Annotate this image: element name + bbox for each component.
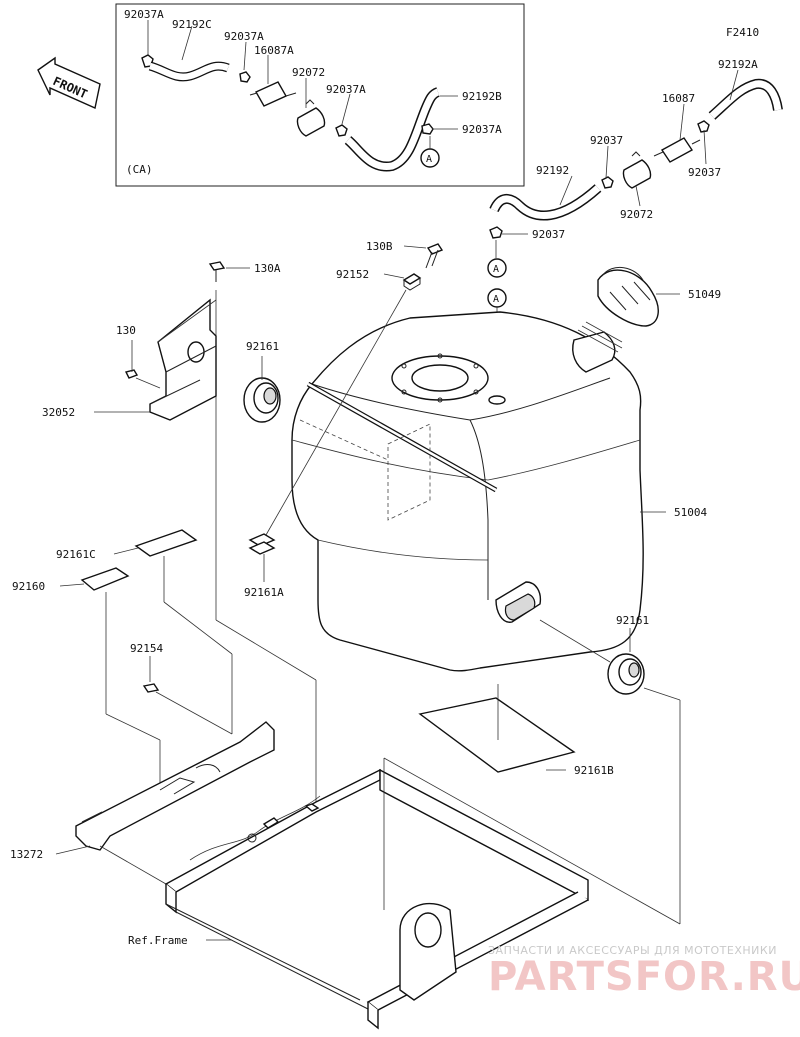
callout-92152: 92152 [336, 268, 369, 281]
inset-clamp-2 [239, 71, 251, 83]
marker-a-2-label: A [493, 294, 499, 305]
clamp-92037-lower [489, 226, 503, 239]
valve-92072 [622, 159, 652, 189]
clamp-92037-mid [601, 176, 614, 189]
inset-valve-92072 [296, 107, 326, 137]
bolt-92154: 92154 [130, 642, 233, 735]
inset-label: (CA) [126, 163, 153, 176]
callout-92161b: 92161B [574, 764, 614, 777]
watermark-brand: PARTSFOR.RU [488, 954, 800, 1000]
callout-92192b: 92192B [462, 90, 502, 103]
callout-92037a-2: 92037A [224, 30, 264, 43]
grommet-92161-lower: 92161 [383, 614, 681, 925]
callout-92072-inset: 92072 [292, 66, 325, 79]
front-arrow-icon: FRONT [37, 56, 101, 109]
callout-92192c: 92192C [172, 18, 212, 31]
callout-92154: 92154 [130, 642, 163, 655]
callout-51004: 51004 [674, 506, 707, 519]
callout-92160: 92160 [12, 580, 45, 593]
callout-92161c: 92161C [56, 548, 96, 561]
callout-92037-3: 92037 [532, 228, 565, 241]
callout-16087: 16087 [662, 92, 695, 105]
inset-parts: A 92037A 92192C 92037A 16087A 92072 9203… [124, 8, 502, 172]
fuel-tank-51004: 51004 [291, 311, 707, 672]
vent-nipple [488, 395, 506, 405]
callout-130: 130 [116, 324, 136, 337]
inset-clamp-3 [335, 124, 348, 137]
callout-130b: 130B [366, 240, 393, 253]
pump-opening [411, 364, 469, 392]
marker-a-1 [487, 258, 507, 278]
callout-92161-1: 92161 [246, 340, 279, 353]
callout-92037-1: 92037 [590, 134, 623, 147]
bolt-130 [124, 369, 139, 379]
marker-a-1-label: A [493, 264, 499, 275]
bracket-13272: 13272 [10, 721, 275, 885]
pad-92160: 92160 [12, 567, 161, 790]
callout-92037a-4: 92037A [462, 123, 502, 136]
clamp-92037-right [697, 120, 710, 133]
callout-92037-2: 92037 [688, 166, 721, 179]
callout-92161a: 92161A [244, 586, 284, 599]
inset-hose-92192b [345, 88, 440, 170]
ref-frame: Ref.Frame [128, 758, 589, 1030]
inset-marker-a-label: A [426, 154, 432, 165]
damper-92161a: 92161A [244, 533, 284, 599]
pad-92161c: 92161C [56, 529, 233, 734]
figure-code: F2410 [726, 26, 759, 39]
frame-mount-tab [399, 902, 457, 1001]
filler-cap-51049: 51049 [597, 267, 721, 327]
callout-13272: 13272 [10, 848, 43, 861]
callout-32052: 32052 [42, 406, 75, 419]
bolt-130b: 130B [366, 240, 444, 269]
hose-92192 [490, 185, 601, 219]
callout-92192: 92192 [536, 164, 569, 177]
bracket-32052: 130 32052 [42, 298, 217, 421]
watermark-tagline: ЗАПЧАСТИ И АКСЕССУАРЫ ДЛЯ МОТОТЕХНИКИ [488, 944, 777, 957]
callout-51049: 51049 [688, 288, 721, 301]
grommet-92161-upper: 92161 [243, 340, 281, 423]
callout-130a: 130A [254, 262, 281, 275]
callout-92037a-1: 92037A [124, 8, 164, 21]
callout-ref-frame: Ref.Frame [128, 934, 188, 947]
pad-92161b: 92161B [418, 684, 614, 777]
inset-hose-92192c [149, 62, 230, 81]
callout-92192a: 92192A [718, 58, 758, 71]
callout-92037a-3: 92037A [326, 83, 366, 96]
vent-hose-assembly: 92192A 16087 92037 92037 92192 92072 920… [487, 58, 783, 392]
watermark: ЗАПЧАСТИ И АКСЕССУАРЫ ДЛЯ МОТОТЕХНИКИ PA… [488, 944, 800, 1000]
filler-neck [572, 331, 616, 373]
grommet-92152: 92152 [261, 268, 422, 543]
tank-body [291, 311, 644, 672]
hose-92192a [709, 80, 782, 119]
inset-clamp-4 [421, 123, 434, 135]
inset-filter-16087a [255, 81, 287, 107]
callout-92161-2: 92161 [616, 614, 649, 627]
filter-16087 [660, 137, 694, 163]
callout-92072: 92072 [620, 208, 653, 221]
inset-ca-box: (CA) [115, 3, 525, 187]
callout-16087a: 16087A [254, 44, 294, 57]
